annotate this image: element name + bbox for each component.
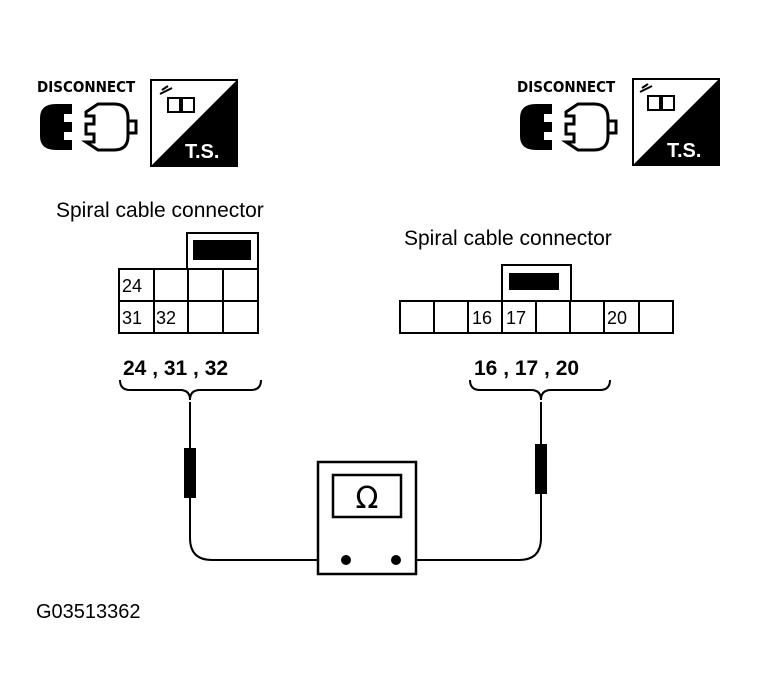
test-lead [396,494,542,561]
ohm-symbol-icon: Ω [356,481,379,516]
pin-cavity [187,268,224,302]
terminals-brace [119,379,262,401]
pin-cavity [153,268,189,302]
connector-disconnect-icon [40,102,138,152]
right-disconnect-badge: DISCONNECT T.S. [517,78,720,166]
terminals-brace [469,379,611,401]
left-test-probe [184,402,346,561]
pin-cavity [501,300,537,334]
pin-cavity [222,268,259,302]
pin-label: 17 [506,308,526,328]
pin-cavity [433,300,469,334]
figure-code: G03513362 [36,601,141,623]
pin-cavity [467,300,503,334]
connector-disconnect-icon [520,102,618,152]
pin-label: 32 [156,308,176,328]
disconnect-label: DISCONNECT [517,78,616,96]
meter-display [331,473,403,519]
right-test-probe [396,402,547,561]
pin-cavity [569,300,605,334]
meter-terminal [341,555,351,565]
pin-cavity [222,300,259,334]
ts-label: T.S. [667,140,701,162]
terminals-label: 16 , 17 , 20 [474,357,579,380]
pin-cavity [638,300,674,334]
disconnect-label: DISCONNECT [37,78,136,96]
connector-face [118,232,259,334]
left-connector: Spiral cable connector 24 31 32 24 , 31 … [56,199,264,401]
test-lead [189,498,346,561]
test-stand-icon: T.S. [150,79,238,167]
pin-label: 24 [122,276,142,296]
connector-title: Spiral cable connector [56,199,264,222]
ohmmeter: Ω [316,460,418,576]
ts-label: T.S. [185,141,219,163]
meter-terminal [391,555,401,565]
test-stand-icon: T.S. [632,78,720,166]
pin-cavity [187,300,224,334]
pin-label: 31 [122,308,142,328]
pin-label: 20 [607,308,627,328]
right-connector: Spiral cable connector 16 17 20 16 , 17 … [399,227,674,401]
terminals-label: 24 , 31 , 32 [123,357,228,380]
pin-cavity [535,300,571,334]
pin-cavity [118,300,155,334]
pin-cavity [153,300,189,334]
pin-cavity [399,300,435,334]
left-disconnect-badge: DISCONNECT T.S. [37,78,238,167]
pin-label: 16 [472,308,492,328]
pin-cavity [118,268,155,302]
connector-face [399,264,674,334]
connector-title: Spiral cable connector [404,227,612,250]
